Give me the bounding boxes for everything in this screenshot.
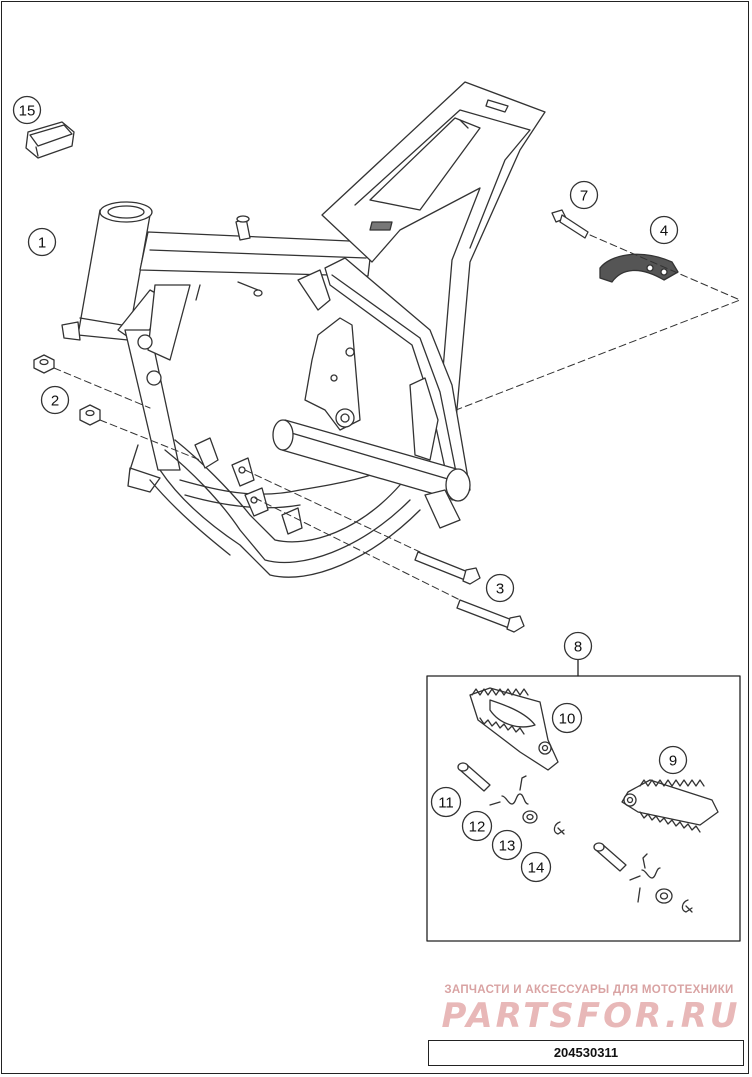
- svg-text:7: 7: [580, 188, 588, 205]
- callout-2: 2: [40, 385, 70, 415]
- callout-8: 8: [563, 631, 593, 661]
- chain-guide-part: [599, 253, 679, 283]
- frame-part: [61, 81, 546, 578]
- callout-9: 9: [658, 745, 688, 775]
- callout-12: 12: [461, 810, 493, 842]
- footrest-kit-box: [426, 675, 741, 942]
- svg-text:13: 13: [499, 838, 516, 855]
- watermark-tagline: ЗАПЧАСТИ И АКСЕССУАРЫ ДЛЯ МОТОТЕХНИКИ: [444, 984, 734, 996]
- svg-text:12: 12: [469, 819, 486, 836]
- watermark-logo: PARTSFOR.RU: [441, 996, 741, 1036]
- callout-11: 11: [430, 786, 462, 818]
- svg-text:2: 2: [51, 393, 59, 410]
- svg-text:10: 10: [559, 711, 576, 728]
- callout-3: 3: [485, 573, 515, 603]
- long-bolt-part: [414, 551, 525, 633]
- nut-part: [33, 354, 101, 426]
- svg-text:15: 15: [19, 103, 36, 120]
- svg-text:14: 14: [528, 860, 545, 877]
- callout-15: 15: [12, 95, 42, 125]
- spring-part: [489, 775, 661, 903]
- footrest-part-right: [621, 779, 719, 833]
- svg-text:11: 11: [438, 795, 454, 812]
- assembly-lines: [53, 234, 741, 601]
- svg-text:8: 8: [574, 639, 582, 656]
- callout-7: 7: [569, 180, 599, 210]
- callout-4: 4: [649, 215, 679, 245]
- callout-1: 1: [27, 227, 57, 257]
- cover-part: [25, 121, 75, 159]
- callout-14: 14: [520, 851, 552, 883]
- svg-text:4: 4: [660, 223, 668, 240]
- svg-text:9: 9: [669, 753, 677, 770]
- footrest-part: [469, 687, 559, 771]
- washer-part: [522, 810, 673, 904]
- callout-10: 10: [551, 702, 583, 734]
- clip-part: [553, 821, 693, 913]
- pin-part: [457, 762, 627, 872]
- document-number: 204530311: [428, 1040, 744, 1066]
- callout-13: 13: [491, 829, 523, 861]
- svg-text:3: 3: [496, 581, 504, 598]
- svg-text:1: 1: [38, 235, 46, 252]
- bolt-part: [551, 209, 589, 239]
